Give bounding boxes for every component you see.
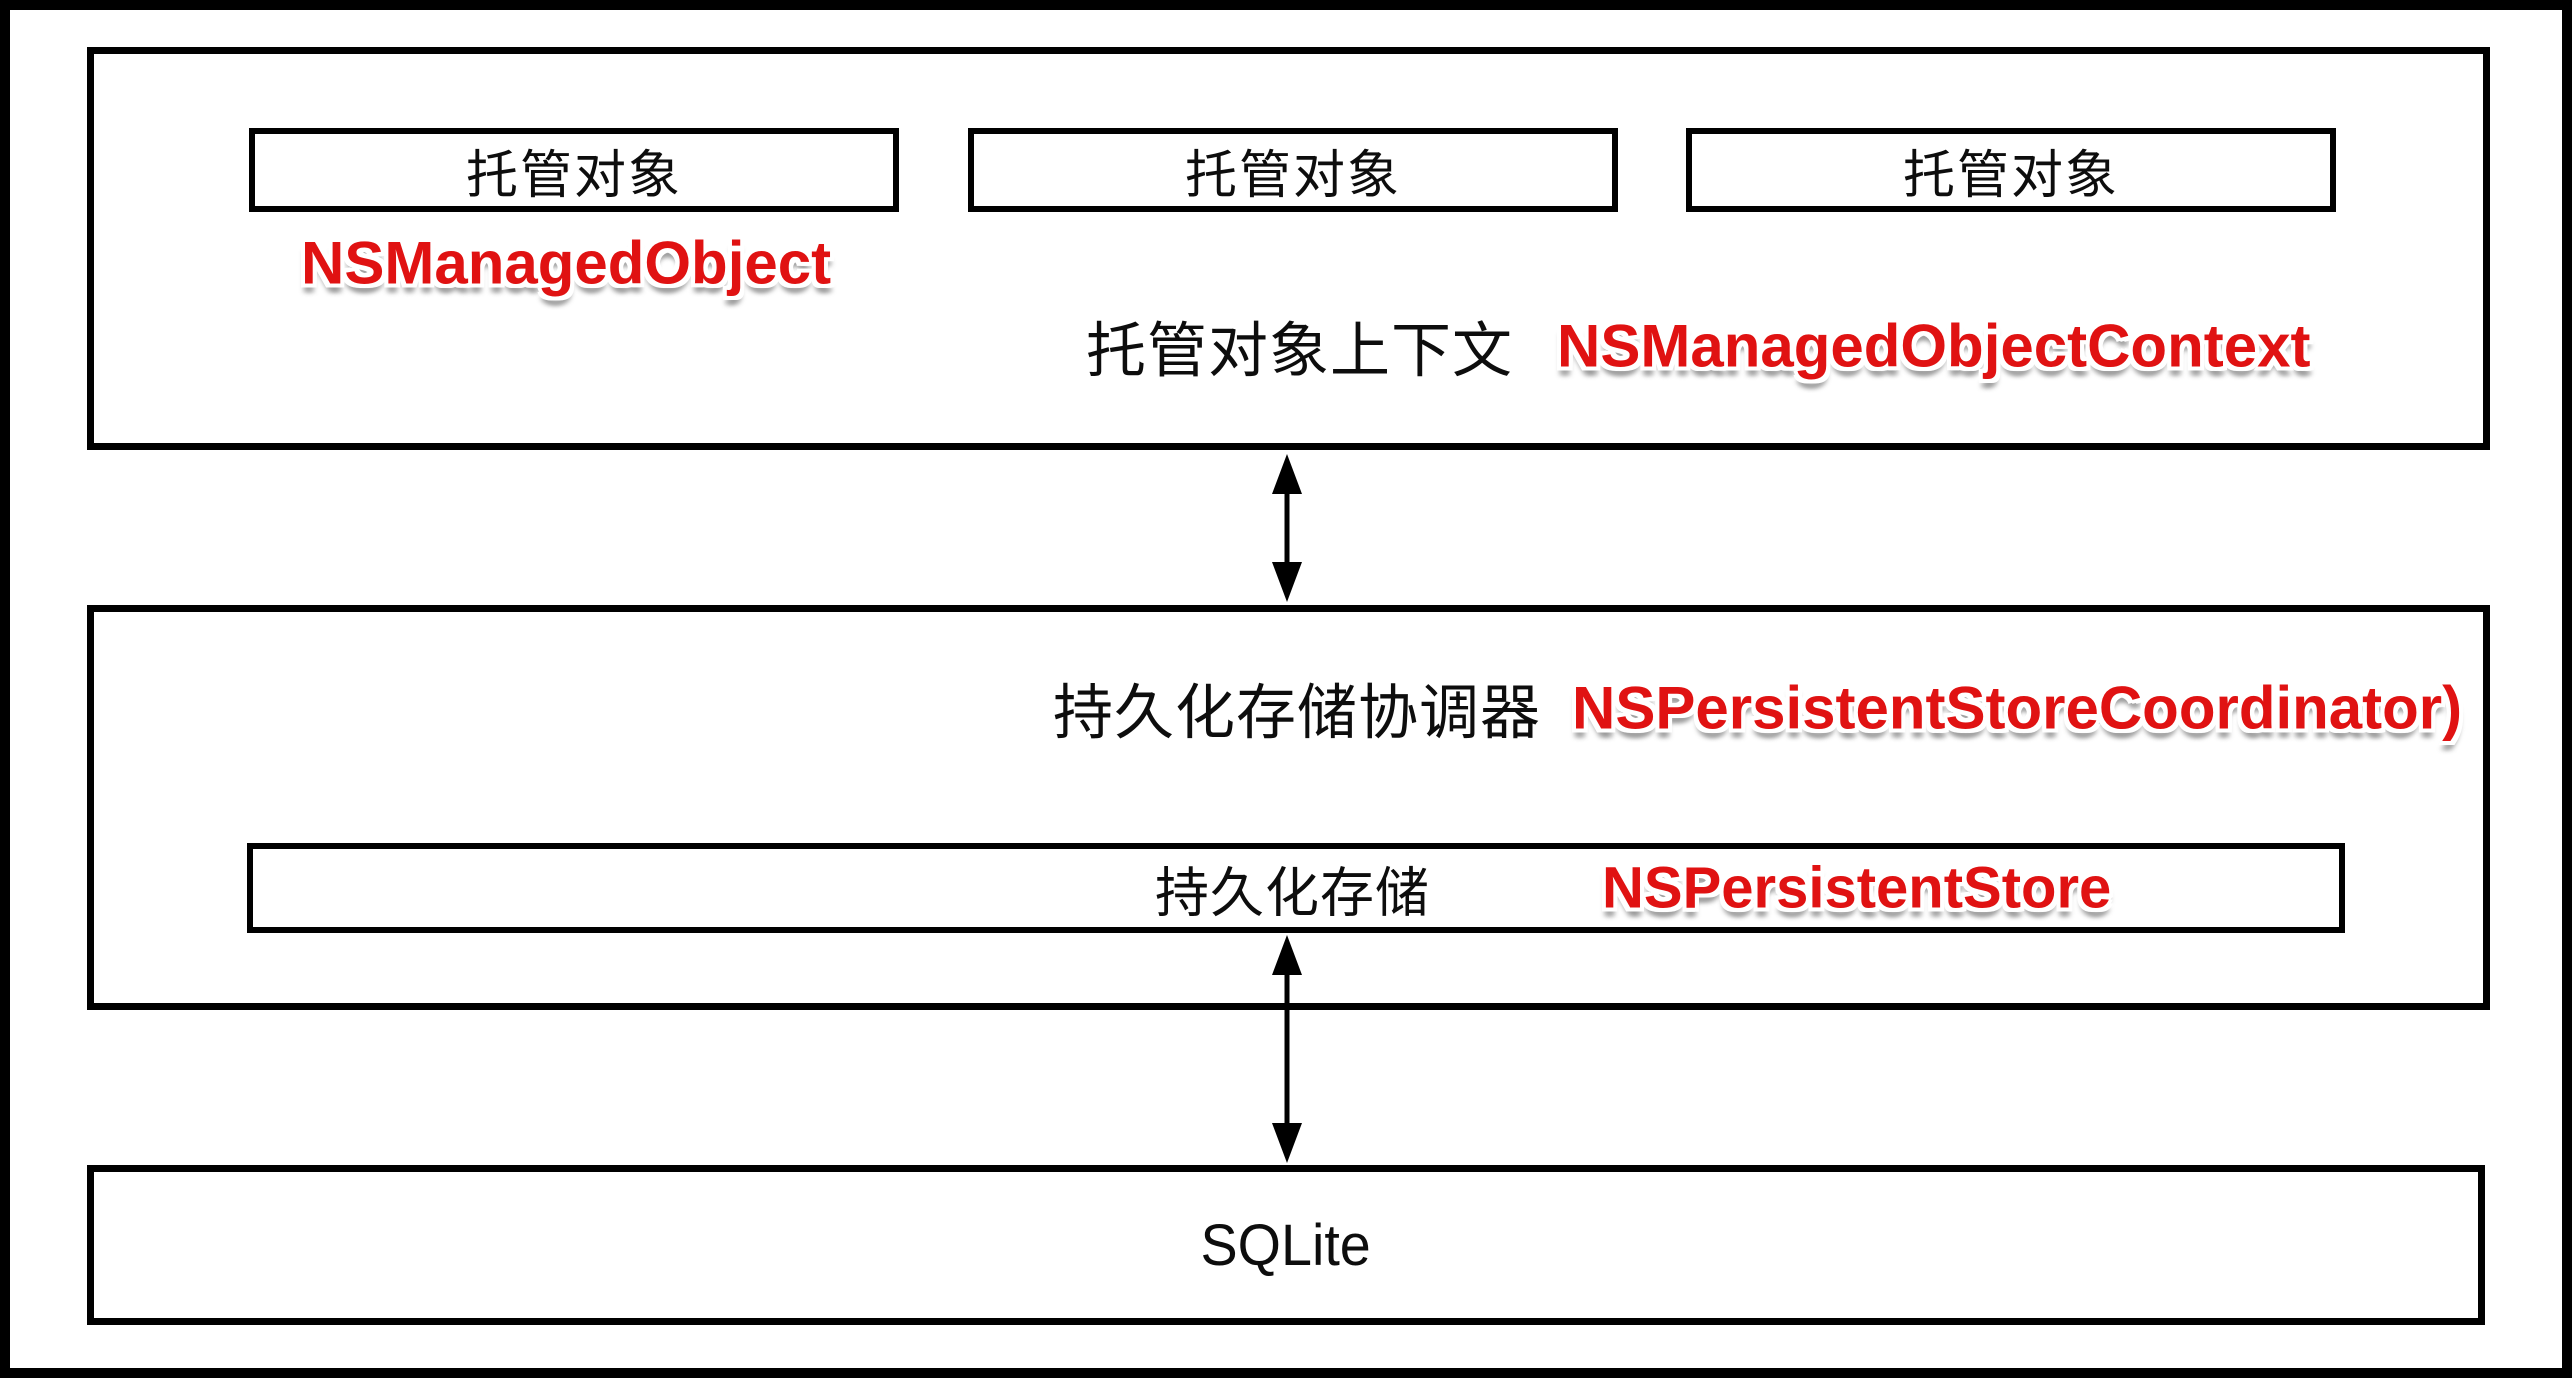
managed-object-box-1-label: 托管对象	[465, 146, 682, 205]
double-arrow-context-coordinator-icon	[1272, 454, 1302, 602]
managed-object-box-2-label: 托管对象	[1184, 146, 1401, 205]
nsmanagedobject-annotation: NSManagedObject	[301, 229, 832, 297]
coordinator-layer-label: 持久化存储协调器	[1053, 679, 1541, 747]
managed-object-box-3-label: 托管对象	[1902, 146, 2119, 205]
context-layer-label: 托管对象上下文	[1086, 317, 1513, 385]
double-arrow-store-sqlite-icon	[1272, 935, 1302, 1163]
managed-object-box-2: 托管对象	[968, 128, 1618, 212]
persistent-store-box: 持久化存储 NSPersistentStore	[247, 843, 2345, 933]
nspersistentstorecoordinator-annotation: NSPersistentStoreCoordinator)	[1572, 674, 2463, 742]
sqlite-layer-box: SQLite	[87, 1165, 2485, 1325]
sqlite-label: SQLite	[1200, 1212, 1372, 1278]
persistent-store-label: 持久化存储	[1155, 863, 1430, 924]
managed-object-box-3: 托管对象	[1686, 128, 2336, 212]
nsmanagedobjectcontext-annotation: NSManagedObjectContext	[1557, 312, 2311, 380]
managed-object-context-layer-box	[87, 47, 2490, 450]
nspersistentstore-annotation: NSPersistentStore	[1602, 855, 2112, 921]
managed-object-box-1: 托管对象	[249, 128, 899, 212]
